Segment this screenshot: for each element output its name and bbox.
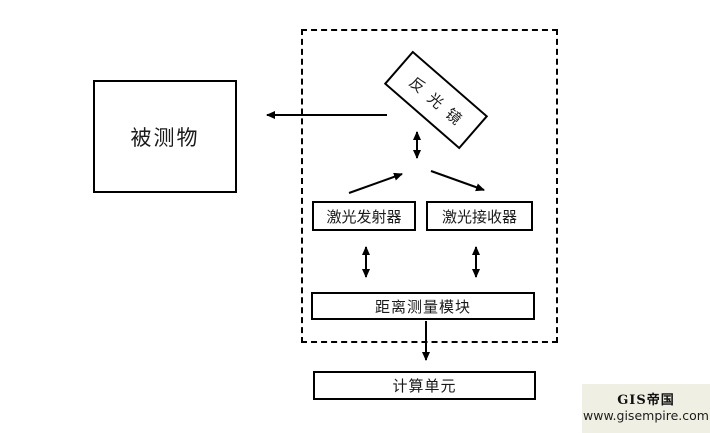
node-laser-receiver-label: 激光接收器 bbox=[441, 207, 517, 226]
device-dashed-frame bbox=[301, 29, 558, 343]
node-laser-transmitter: 激光发射器 bbox=[312, 201, 416, 231]
node-distance-module-label: 距离测量模块 bbox=[374, 297, 471, 316]
node-measured-object-label: 被测物 bbox=[130, 125, 200, 150]
watermark-brand: GIS帝国 bbox=[617, 392, 675, 408]
node-distance-module: 距离测量模块 bbox=[311, 292, 535, 320]
node-measured-object: 被测物 bbox=[93, 80, 237, 193]
node-computing-unit: 计算单元 bbox=[313, 371, 536, 400]
node-computing-unit-label: 计算单元 bbox=[392, 377, 457, 395]
node-laser-receiver: 激光接收器 bbox=[426, 201, 533, 231]
watermark: GIS帝国 www.gisempire.com bbox=[582, 384, 710, 433]
watermark-url: www.gisempire.com bbox=[583, 407, 709, 423]
node-laser-transmitter-label: 激光发射器 bbox=[326, 207, 402, 226]
